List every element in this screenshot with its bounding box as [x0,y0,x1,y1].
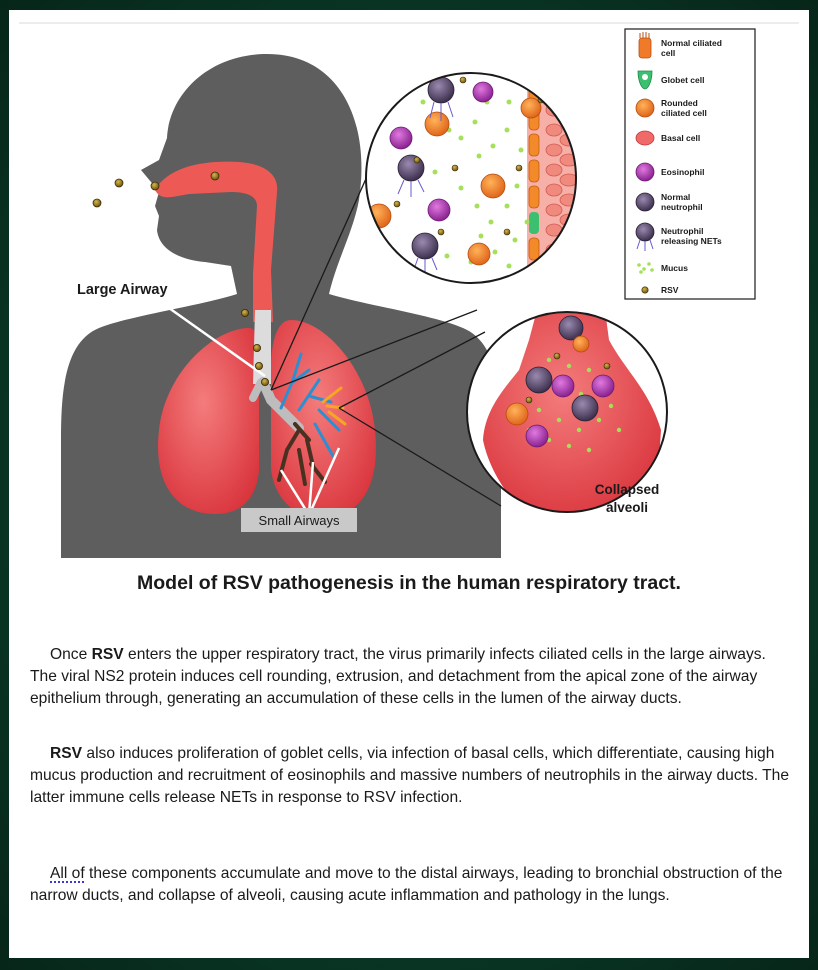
p1-body: enters the upper respiratory tract, the … [30,646,766,707]
legend-label-line2: neutrophil [661,202,703,212]
legend-label: Neutrophil [661,226,704,236]
airway-zoom-circle [366,70,587,290]
legend-label: Rounded [661,98,698,108]
p3-spellcheck-phrase: All of [50,865,85,882]
p2-body: also induces proliferation of goblet cel… [30,745,789,806]
paragraph-3: All of these components accumulate and m… [30,863,792,907]
p1-lead: Once [50,646,92,663]
collapsed-alveoli-label-line2: alveoli [606,500,648,515]
legend-label-line2: ciliated cell [661,108,707,118]
p3-body: these components accumulate and move to … [30,865,782,904]
eosinophil-icon [636,163,654,181]
rsv-virus-icon [642,287,648,293]
legend-label: Normal ciliated [661,38,722,48]
collapsed-alveoli-label-line1: Collapsed [595,482,660,497]
p1-keyword-rsv: RSV [92,646,124,663]
paragraph-2: RSV also induces proliferation of goblet… [30,743,792,809]
legend-label: Normal [661,192,690,202]
figure-caption: Model of RSV pathogenesis in the human r… [9,572,809,595]
p2-keyword-rsv: RSV [50,745,82,762]
legend-label: Mucus [661,263,688,273]
paragraph-1: Once RSV enters the upper respiratory tr… [30,644,792,710]
normal-neutrophil-icon [636,193,654,211]
legend-item: Basal cell [636,131,700,145]
basal-cell-icon [636,131,654,145]
legend-label: RSV [661,285,679,295]
legend-label-line2: cell [661,48,675,58]
legend-label: Globet cell [661,75,704,85]
legend-label: Eosinophil [661,167,704,177]
large-airway-label: Large Airway [77,282,168,298]
small-airways-label: Small Airways [259,513,340,528]
legend-label-line2: releasing NETs [661,236,722,246]
rounded-ciliated-cell-icon [636,99,654,117]
legend-label: Basal cell [661,133,700,143]
